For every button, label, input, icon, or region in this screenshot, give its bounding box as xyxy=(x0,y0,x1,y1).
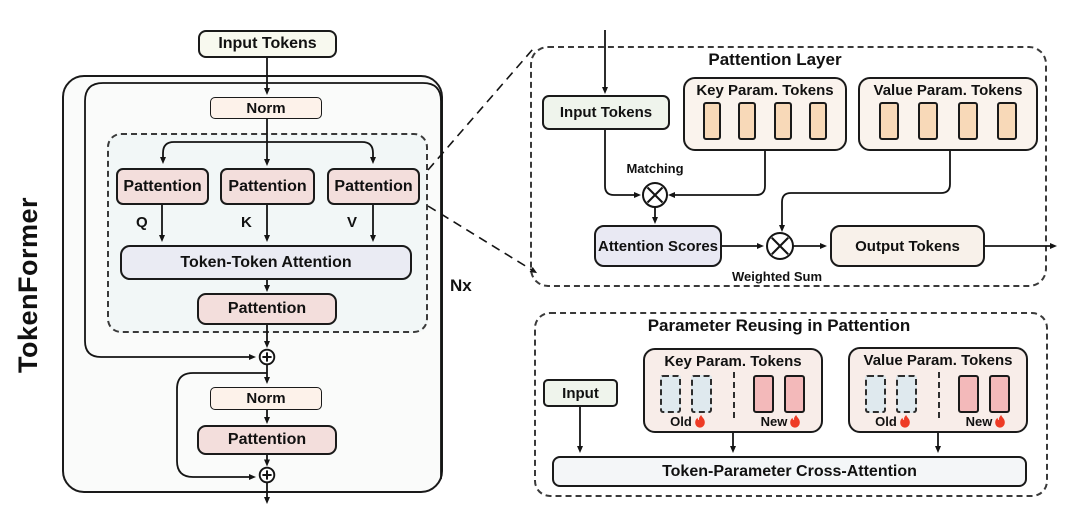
value-param-tokens-box: Value Param. Tokens xyxy=(858,77,1038,151)
pr-value-param-tokens-title: Value Param. Tokens xyxy=(863,352,1013,369)
norm-box-1: Norm xyxy=(210,97,322,119)
token-parameter-cross-attention-box: Token-Parameter Cross-Attention xyxy=(552,456,1027,487)
zoom-connector-top xyxy=(427,48,534,171)
old-new-divider xyxy=(733,372,735,418)
pr-key-param-tokens-title: Key Param. Tokens xyxy=(664,353,802,370)
pattention-k-box: Pattention xyxy=(220,168,315,205)
flame-icon xyxy=(695,415,705,428)
key-param-token xyxy=(702,102,721,140)
pr-value-param-tokens-box: Value Param. Tokens Old New xyxy=(848,347,1028,433)
output-tokens-box: Output Tokens xyxy=(830,225,985,267)
pr-key-param-tokens-box: Key Param. Tokens Old New xyxy=(643,348,823,433)
key-param-token xyxy=(738,102,757,140)
old-new-divider xyxy=(938,372,940,418)
pattention-mid-box: Pattention xyxy=(197,293,337,325)
q-label: Q xyxy=(136,214,148,231)
norm-box-2: Norm xyxy=(210,387,322,410)
k-label: K xyxy=(241,214,252,231)
attention-scores-box: Attention Scores xyxy=(594,225,722,267)
key-param-tokens-title: Key Param. Tokens xyxy=(696,82,834,99)
new-label-text: New xyxy=(760,414,788,429)
flame-icon xyxy=(995,415,1006,428)
new-key-token xyxy=(753,375,774,413)
pattention-q-box: Pattention xyxy=(116,168,209,205)
matching-label: Matching xyxy=(626,161,684,176)
key-param-tokens-box: Key Param. Tokens xyxy=(683,77,847,151)
parameter-reusing-panel xyxy=(534,312,1048,497)
key-param-token xyxy=(809,102,828,140)
pattention-out-box: Pattention xyxy=(197,425,337,455)
old-value-token xyxy=(865,375,886,413)
key-param-token-row xyxy=(685,102,845,140)
tokenformer-rotated-label: TokenFormer xyxy=(12,196,43,374)
new-value-token xyxy=(958,375,979,413)
key-param-token xyxy=(773,102,792,140)
old-label-text: Old xyxy=(670,414,692,429)
value-param-tokens-title: Value Param. Tokens xyxy=(873,82,1023,99)
new-label-text: New xyxy=(965,414,993,429)
flame-icon xyxy=(900,415,910,428)
flame-icon xyxy=(790,415,801,428)
pattention-v-box: Pattention xyxy=(327,168,420,205)
new-label: New xyxy=(743,414,818,429)
zoom-connector-bottom xyxy=(427,205,538,274)
value-param-token xyxy=(918,102,939,140)
token-token-attention-box: Token-Token Attention xyxy=(120,245,412,280)
pl-input-tokens-box: Input Tokens xyxy=(542,95,670,130)
value-param-token xyxy=(879,102,900,140)
pattention-layer-title: Pattention Layer xyxy=(708,50,842,69)
new-label: New xyxy=(948,414,1023,429)
nx-label: Nx xyxy=(450,276,472,295)
old-label-text: Old xyxy=(875,414,897,429)
old-key-token xyxy=(691,375,712,413)
old-value-token xyxy=(896,375,917,413)
v-label: V xyxy=(347,214,358,231)
weighted-sum-label: Weighted Sum xyxy=(731,269,823,284)
new-value-token xyxy=(989,375,1010,413)
old-key-token xyxy=(660,375,681,413)
old-label: Old xyxy=(855,414,930,429)
value-param-token xyxy=(996,102,1017,140)
parameter-reusing-title: Parameter Reusing in Pattention xyxy=(647,316,911,335)
old-label: Old xyxy=(650,414,725,429)
pr-input-box: Input xyxy=(543,379,618,407)
value-param-token-row xyxy=(860,102,1036,140)
input-tokens-box: Input Tokens xyxy=(198,30,337,58)
value-param-token xyxy=(957,102,978,140)
new-key-token xyxy=(784,375,805,413)
